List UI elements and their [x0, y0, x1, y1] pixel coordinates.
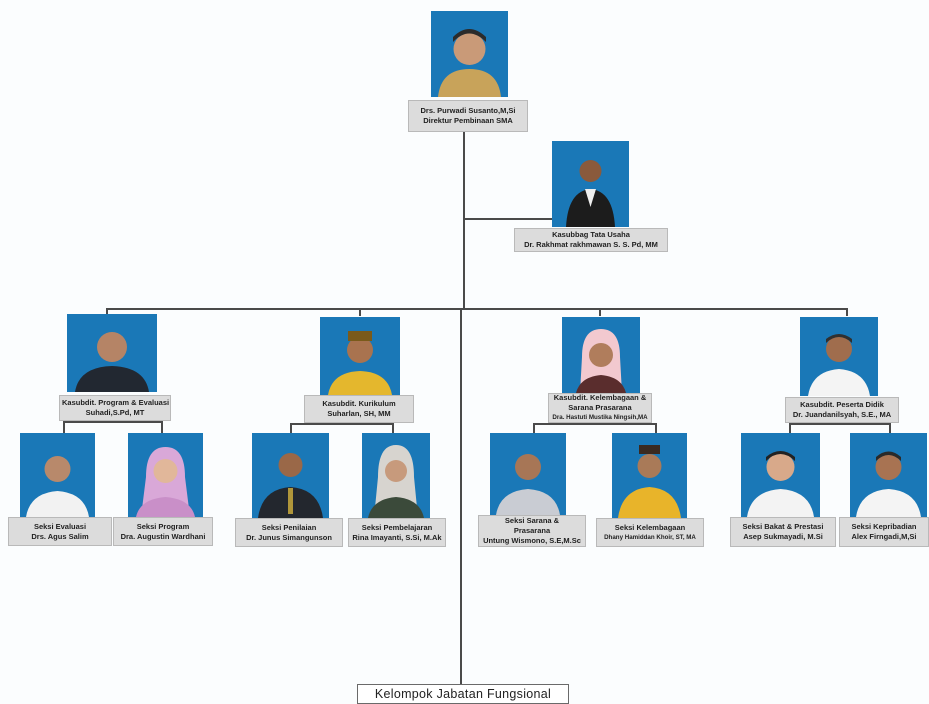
connector-line	[63, 421, 65, 433]
connector-line	[106, 308, 108, 316]
section-name: Dr. Junus Simangunson	[246, 532, 332, 542]
director-title: Direktur Pembinaan SMA	[423, 116, 513, 125]
admin-name: Dr. Rakhmat rakhmawan S. S. Pd, MM	[524, 240, 658, 249]
subdirectorate-label: Kasubdit. Kelembagaan & Sarana Prasarana…	[548, 393, 652, 423]
person-photo-icon	[800, 317, 878, 396]
person-photo-icon	[562, 317, 640, 393]
person-photo-icon	[741, 433, 820, 517]
connector-line	[290, 423, 292, 433]
connector-line	[599, 308, 601, 316]
subdirectorate-label: Kasubdit. Program & Evaluasi Suhadi,S.Pd…	[59, 395, 171, 421]
connector-line	[533, 423, 535, 433]
connector-line	[463, 132, 465, 310]
subdirectorate-name: Dra. Hastuti Mustika Ningsih,MA	[552, 414, 648, 421]
connector-line	[392, 423, 394, 433]
section-name: Untung Wismono, S.E,M.Sc	[483, 536, 581, 545]
functional-group-label: Kelompok Jabatan Fungsional	[357, 684, 569, 704]
person-photo-icon	[431, 11, 508, 97]
section-name: Dra. Augustin Wardhani	[120, 531, 206, 541]
section-label: Seksi Pembelajaran Rina Imayanti, S.Si, …	[348, 518, 446, 547]
person-photo-icon	[612, 433, 687, 518]
section-name: Dhany Hamiddan Khoir, ST, MA	[604, 533, 696, 541]
subdirectorate-title: Kasubdit. Kelembagaan &	[553, 393, 647, 402]
section-label: Seksi Program Dra. Augustin Wardhani	[113, 517, 213, 546]
section-title: Seksi Bakat & Prestasi	[742, 522, 824, 531]
person-photo-icon	[850, 433, 927, 517]
section-name: Alex Firngadi,M,Si	[851, 532, 917, 541]
subdirectorate-name: Suhadi,S.Pd, MT	[85, 408, 145, 417]
connector-line	[63, 421, 163, 423]
connector-line	[161, 421, 163, 433]
person-photo-icon	[362, 433, 430, 518]
section-label: Seksi Kepribadian Alex Firngadi,M,Si	[839, 517, 929, 547]
section-name: Drs. Agus Salim	[31, 531, 89, 541]
person-photo-icon	[128, 433, 203, 517]
subdirectorate-name: Suharlan, SH, MM	[327, 409, 391, 418]
connector-line	[460, 308, 462, 686]
person-photo-icon	[67, 314, 157, 392]
admin-title: Kasubbag Tata Usaha	[552, 230, 630, 239]
connector-line	[359, 308, 361, 316]
director-name: Drs. Purwadi Susanto,M,Si	[420, 106, 516, 115]
section-title: Prasarana	[513, 526, 551, 535]
section-label: Seksi Bakat & Prestasi Asep Sukmayadi, M…	[730, 517, 836, 547]
person-photo-icon	[252, 433, 329, 518]
connector-line	[655, 423, 657, 433]
connector-line	[789, 423, 791, 433]
section-label: Seksi Penilaian Dr. Junus Simangunson	[235, 518, 343, 547]
section-label: Seksi Evaluasi Drs. Agus Salim	[8, 517, 112, 546]
subdirectorate-label: Kasubdit. Kurikulum Suharlan, SH, MM	[304, 395, 414, 423]
subdirectorate-title: Kasubdit. Peserta Didik	[800, 400, 884, 409]
subdirectorate-title: Kasubdit. Kurikulum	[322, 399, 396, 408]
connector-line	[463, 218, 591, 220]
section-title: Seksi Kepribadian	[851, 522, 917, 531]
section-title: Seksi Penilaian	[261, 522, 317, 532]
admin-label: Kasubbag Tata Usaha Dr. Rakhmat rakhmawa…	[514, 228, 668, 252]
section-name: Asep Sukmayadi, M.Si	[743, 532, 823, 541]
connector-line	[789, 423, 891, 425]
section-title: Seksi Sarana &	[504, 516, 560, 525]
person-photo-icon	[320, 317, 400, 395]
section-label: Seksi Sarana & Prasarana Untung Wismono,…	[478, 515, 586, 547]
section-title: Seksi Evaluasi	[33, 521, 87, 531]
section-title: Seksi Pembelajaran	[361, 522, 433, 532]
section-name: Rina Imayanti, S.Si, M.Ak	[352, 532, 442, 542]
section-title: Seksi Program	[136, 521, 190, 531]
connector-line	[846, 308, 848, 316]
director-label: Drs. Purwadi Susanto,M,Si Direktur Pembi…	[408, 100, 528, 132]
person-photo-icon	[490, 433, 566, 515]
person-photo-icon	[552, 141, 629, 227]
connector-line	[290, 423, 394, 425]
connector-line	[533, 423, 657, 425]
section-title: Seksi Kelembagaan	[614, 522, 686, 532]
subdirectorate-title: Sarana Prasarana	[568, 403, 632, 412]
person-photo-icon	[20, 433, 95, 517]
subdirectorate-title: Kasubdit. Program & Evaluasi	[62, 398, 170, 407]
subdirectorate-name: Dr. Juandanilsyah, S.E., MA	[792, 410, 892, 419]
connector-line	[106, 308, 848, 310]
connector-line	[889, 423, 891, 433]
section-label: Seksi Kelembagaan Dhany Hamiddan Khoir, …	[596, 518, 704, 547]
subdirectorate-label: Kasubdit. Peserta Didik Dr. Juandanilsya…	[785, 397, 899, 423]
